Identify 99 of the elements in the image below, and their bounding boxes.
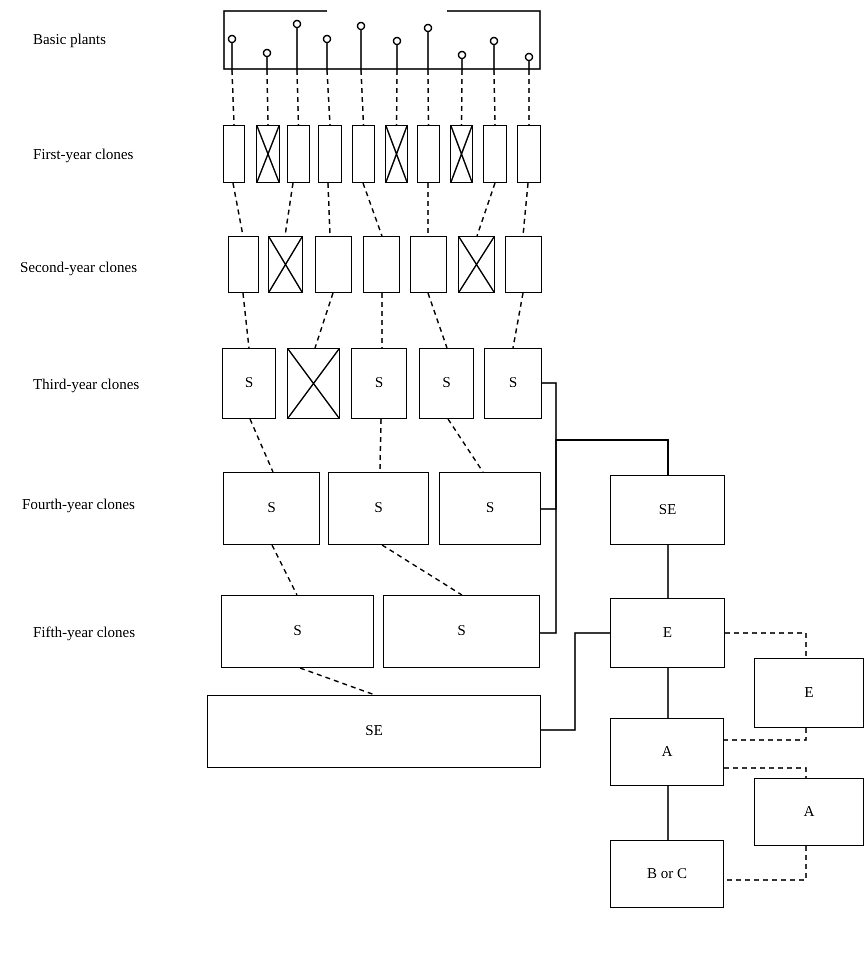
crossed-box: [450, 125, 473, 183]
dashed-line: [512, 292, 524, 348]
clone-box: [439, 472, 541, 545]
empty-box: [287, 125, 310, 183]
clone-box: [610, 598, 725, 668]
connector-line: [541, 632, 610, 731]
box-label: S: [374, 499, 383, 518]
dashed-line: [249, 418, 274, 472]
box-label: E: [804, 684, 814, 703]
empty-box: [483, 125, 507, 183]
dashed-line: [427, 70, 430, 125]
dashed-line: [493, 70, 496, 126]
row-label: Third-year clones: [33, 376, 140, 395]
empty-box: [223, 125, 245, 183]
dashed-line: [724, 767, 807, 778]
box-label: A: [804, 802, 814, 822]
clone-box: [223, 472, 320, 545]
plant-symbol: [489, 36, 499, 70]
clone-box: [754, 778, 864, 846]
clone-box: [383, 595, 540, 668]
box-label: S: [486, 499, 494, 518]
dashed-line: [724, 846, 807, 881]
dashed-line: [362, 182, 383, 236]
connector-line: [540, 439, 669, 634]
bracket-box: [223, 10, 541, 70]
connector-line: [667, 668, 669, 718]
row-label: Fifth-year clones: [33, 624, 136, 643]
clone-box: [484, 348, 542, 419]
dashed-line: [460, 70, 463, 125]
empty-box: [352, 125, 375, 183]
crossed-box: [385, 125, 408, 183]
dashed-line: [427, 183, 429, 236]
dashed-line: [476, 182, 496, 236]
plant-symbol: [423, 23, 433, 70]
plant-symbol: [356, 21, 366, 70]
row-label: Fourth-year clones: [22, 496, 135, 515]
dashed-line: [427, 292, 448, 348]
box-label: SE: [658, 500, 676, 520]
empty-box: [318, 125, 342, 183]
dashed-line: [382, 544, 462, 596]
clone-box: [754, 658, 864, 728]
dashed-line: [300, 667, 376, 696]
box-label: A: [662, 742, 672, 762]
box-label: B or C: [646, 864, 687, 884]
plant-symbol: [292, 19, 302, 70]
crossed-box: [287, 348, 340, 419]
clone-box: [221, 595, 374, 668]
empty-box: [505, 236, 542, 293]
clone-box: [207, 695, 541, 768]
box-label: S: [442, 374, 451, 394]
box-label: SE: [365, 722, 383, 742]
box-label: S: [457, 622, 466, 642]
plant-symbol: [457, 50, 467, 70]
box-label: S: [293, 622, 302, 642]
dashed-line: [231, 70, 235, 126]
box-label: S: [244, 374, 254, 394]
dashed-line: [724, 728, 807, 741]
empty-box: [363, 236, 400, 293]
clone-box: [351, 348, 407, 419]
clone-box: [419, 348, 474, 419]
plant-symbol: [322, 34, 332, 70]
dashed-line: [447, 418, 484, 472]
clone-box: [610, 840, 724, 908]
clone-box: [610, 475, 725, 545]
crossed-box: [458, 236, 495, 293]
row-label: Second-year clones: [20, 258, 138, 278]
dashed-line: [296, 70, 300, 126]
dashed-line: [266, 70, 269, 126]
crossed-box: [268, 236, 303, 293]
plant-symbol: [392, 36, 402, 70]
clone-box: [222, 348, 276, 419]
empty-box: [315, 236, 352, 293]
row-label: Basic plants: [33, 30, 106, 50]
clone-box: [610, 718, 724, 786]
empty-box: [417, 125, 440, 183]
row-label: First-year clones: [33, 146, 134, 165]
empty-box: [228, 236, 259, 293]
empty-box: [410, 236, 447, 293]
connector-line: [667, 786, 669, 840]
plant-symbol: [262, 48, 272, 70]
box-label: S: [374, 374, 384, 394]
crossed-box: [256, 125, 280, 183]
dashed-line: [381, 293, 383, 348]
clone-box: [328, 472, 429, 545]
dashed-line: [314, 292, 334, 348]
dashed-line: [242, 292, 250, 348]
plant-symbol: [227, 34, 237, 70]
dashed-line: [360, 70, 364, 126]
dashed-line: [271, 544, 298, 596]
dashed-line: [725, 632, 807, 658]
dashed-line: [396, 70, 398, 125]
box-label: E: [662, 624, 672, 643]
plant-symbol: [524, 52, 534, 70]
dashed-line: [528, 70, 530, 125]
dashed-line: [326, 70, 331, 126]
empty-box: [517, 125, 541, 183]
connector-line: [667, 545, 669, 598]
box-label: S: [267, 499, 276, 518]
box-label: S: [508, 374, 518, 394]
